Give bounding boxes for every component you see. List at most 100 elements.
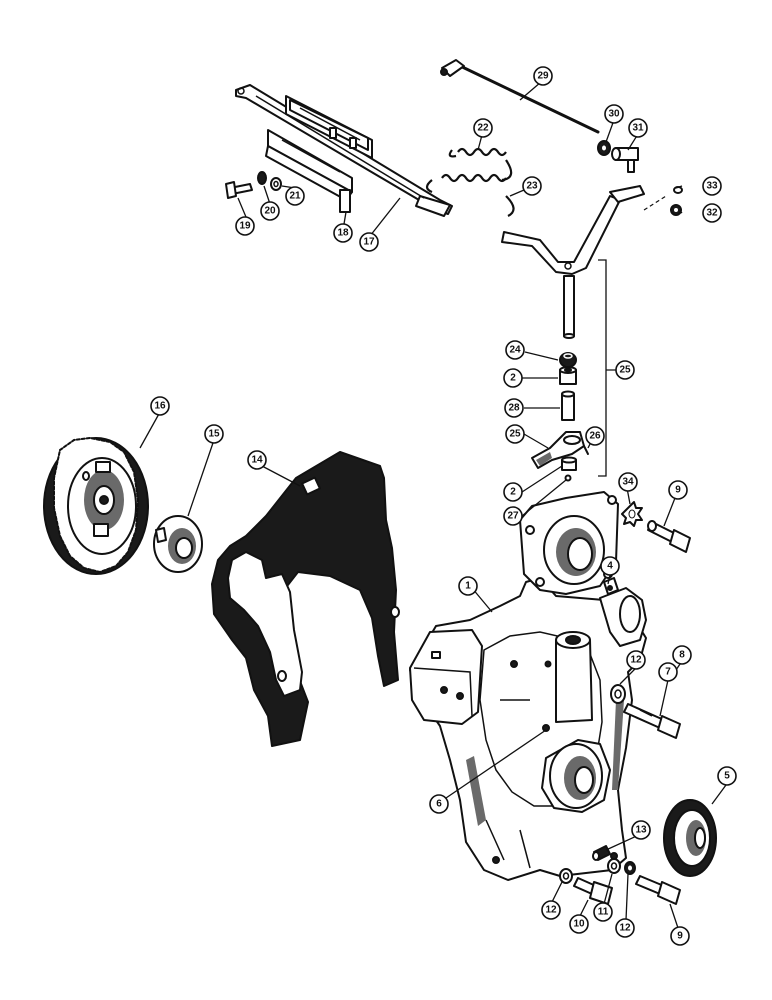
callout-label: 2	[510, 487, 516, 498]
bolt-9-upper	[647, 520, 691, 553]
callout-label: 29	[537, 71, 549, 82]
callout-label: 20	[264, 206, 276, 217]
callout-16: 16	[150, 396, 170, 416]
callout-12-bottom: 12	[615, 918, 635, 938]
callout-label: 1	[465, 581, 471, 592]
callout-label: 31	[632, 123, 644, 134]
callout-label: 2	[510, 373, 516, 384]
oil-seal-5	[663, 799, 717, 877]
nut-32	[670, 204, 682, 216]
nut-30	[597, 140, 611, 156]
callout-23: 23	[522, 176, 542, 196]
gasket-14	[211, 451, 400, 747]
callout-27: 27	[503, 506, 523, 526]
callout-label: 10	[573, 919, 585, 930]
control-rod-29	[440, 59, 600, 134]
callout-6: 6	[429, 794, 449, 814]
sleeve-28	[561, 390, 575, 421]
callout-15: 15	[204, 424, 224, 444]
ball-27	[564, 474, 572, 482]
callout-label: 25	[619, 365, 631, 376]
callout-label: 13	[635, 825, 647, 836]
callout-19: 19	[235, 216, 255, 236]
callout-28: 28	[504, 398, 524, 418]
washer-12-right	[610, 684, 626, 704]
callout-25-right: 25	[615, 360, 635, 380]
callout-24: 24	[505, 340, 525, 360]
callout-label: 18	[337, 228, 349, 239]
callout-12-left: 12	[541, 900, 561, 920]
callout-label: 34	[622, 477, 634, 488]
callout-14: 14	[247, 450, 267, 470]
governor-spring-23	[425, 173, 515, 217]
callout-8: 8	[672, 645, 692, 665]
bushing-2-upper	[559, 366, 577, 385]
callout-label: 6	[436, 799, 442, 810]
assembly-line	[643, 195, 667, 211]
callout-10: 10	[569, 914, 589, 934]
callout-11: 11	[593, 902, 613, 922]
callout-label: 8	[679, 650, 685, 661]
callout-2-lower: 2	[503, 482, 523, 502]
washer-12-left	[559, 868, 573, 884]
callout-label: 17	[363, 237, 375, 248]
callout-9-lower: 9	[670, 926, 690, 946]
timing-cover-housing-1	[409, 491, 647, 881]
callout-label: 25	[509, 429, 521, 440]
bolt-10	[573, 877, 613, 905]
callout-4: 4	[600, 556, 620, 576]
spring-cup-24	[559, 352, 577, 368]
cap-screw-19	[225, 181, 253, 199]
callout-7: 7	[658, 662, 678, 682]
callout-label: 12	[630, 655, 642, 666]
callout-22: 22	[473, 118, 493, 138]
callout-label: 22	[477, 123, 489, 134]
callout-label: 30	[608, 109, 620, 120]
callout-5: 5	[717, 766, 737, 786]
callout-label: 21	[289, 191, 301, 202]
callout-label: 28	[508, 403, 520, 414]
callout-label: 7	[665, 667, 671, 678]
callout-label: 27	[507, 511, 519, 522]
callout-label: 12	[619, 923, 631, 934]
callout-2-upper: 2	[503, 368, 523, 388]
callout-label: 5	[724, 771, 730, 782]
callout-9-upper: 9	[668, 480, 688, 500]
callout-label: 9	[677, 931, 683, 942]
bolt-9-lower	[635, 875, 681, 905]
callout-label: 4	[607, 561, 613, 572]
callout-13: 13	[631, 820, 651, 840]
washer-11	[607, 858, 621, 874]
pin-26	[583, 445, 589, 455]
callout-21: 21	[285, 186, 305, 206]
callout-label: 12	[545, 905, 557, 916]
throttle-lever-upper	[501, 185, 645, 339]
callout-18: 18	[333, 223, 353, 243]
callout-17: 17	[359, 232, 379, 252]
callout-label: 23	[526, 181, 538, 192]
callout-label: 14	[251, 455, 263, 466]
callout-label: 33	[706, 181, 718, 192]
callout-12-right: 12	[626, 650, 646, 670]
callout-34: 34	[618, 472, 638, 492]
callout-33: 33	[702, 176, 722, 196]
callout-label: 32	[706, 208, 718, 219]
callout-label: 15	[208, 429, 220, 440]
callout-32: 32	[702, 203, 722, 223]
washer-12-mid	[624, 861, 636, 875]
callout-label: 24	[509, 345, 521, 356]
callout-label: 9	[675, 485, 681, 496]
callout-1: 1	[458, 576, 478, 596]
leader-lines	[139, 81, 727, 929]
callout-20: 20	[260, 201, 280, 221]
bracket-25	[598, 259, 607, 477]
callout-label: 19	[239, 221, 251, 232]
callout-label: 16	[154, 401, 166, 412]
callout-26: 26	[585, 426, 605, 446]
callout-30: 30	[604, 104, 624, 124]
callout-29: 29	[533, 66, 553, 86]
callout-25-left: 25	[505, 424, 525, 444]
thrust-plate-15	[153, 515, 203, 573]
lockwasher-34	[621, 501, 643, 527]
